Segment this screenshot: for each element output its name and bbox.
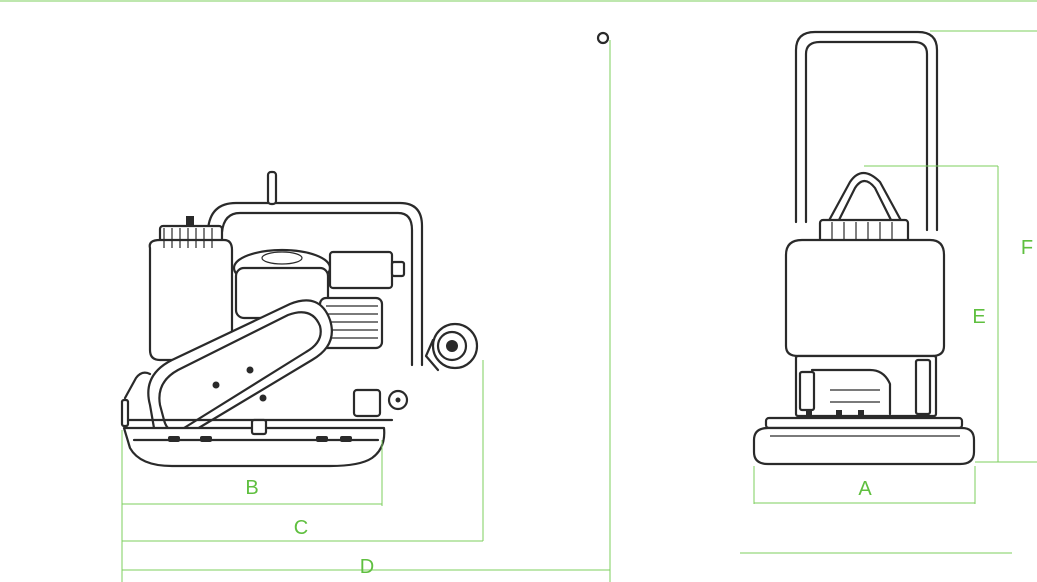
- engine: [232, 248, 406, 350]
- dimension-label-c: C: [294, 517, 308, 539]
- lifting-hook: [824, 171, 906, 228]
- side-view: [120, 31, 610, 468]
- front-view: [752, 30, 976, 466]
- dimension-label-e: E: [972, 306, 985, 328]
- exhaust-block: [352, 388, 382, 418]
- dimension-label-a: A: [858, 478, 872, 500]
- front-dimensions: [740, 30, 1037, 554]
- front-base-plate: [752, 416, 976, 466]
- front-handle: [794, 30, 939, 232]
- guard-frame: [206, 201, 424, 367]
- handle-bar: [395, 31, 610, 400]
- lifting-pin: [266, 170, 278, 206]
- base-plate: [120, 371, 394, 468]
- transport-wheel: [424, 322, 479, 372]
- front-tank: [784, 238, 946, 358]
- water-tank: [148, 216, 234, 362]
- dimension-label-b: B: [245, 477, 258, 499]
- front-internals: [794, 354, 938, 424]
- dimension-label-f: F: [1021, 237, 1033, 259]
- side-dimensions: [121, 40, 611, 582]
- dimension-label-d: D: [360, 556, 374, 578]
